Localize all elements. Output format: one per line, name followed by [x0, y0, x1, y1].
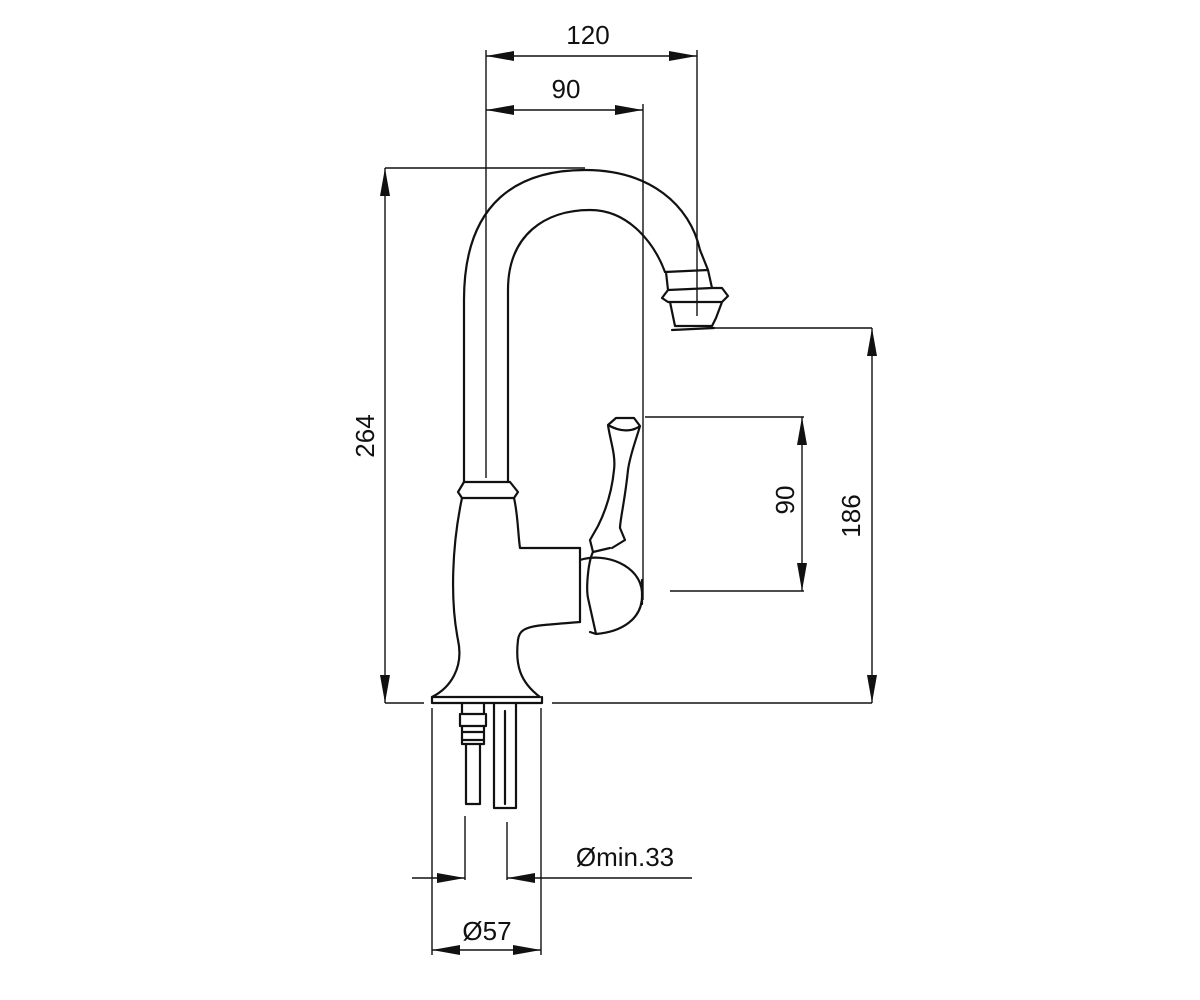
extension-lines — [385, 50, 872, 955]
dimension-lines — [380, 50, 877, 955]
arrow-186-bottom — [867, 675, 877, 703]
supply-hose-right — [492, 701, 518, 810]
lever-handle — [588, 416, 642, 554]
faucet-outline — [430, 168, 730, 810]
arrow-90h-right — [615, 105, 643, 115]
handle-hub — [578, 546, 644, 636]
label-outlet-height: 186 — [836, 494, 866, 537]
label-hole-diameter: Ømin.33 — [576, 842, 674, 872]
label-spout-reach-outer: 120 — [566, 20, 609, 50]
label-spout-reach-inner: 90 — [552, 74, 581, 104]
label-base-diameter: Ø57 — [462, 916, 511, 946]
arrow-264-top — [380, 168, 390, 196]
arrow-90v-top — [797, 417, 807, 445]
arrow-186-top — [867, 328, 877, 356]
dimension-labels: 120 90 264 90 186 Ømin.33 Ø57 — [350, 20, 866, 946]
aerator-nozzle — [660, 248, 730, 332]
label-handle-height: 90 — [770, 486, 800, 515]
spout-inner-edge — [506, 208, 667, 484]
supply-hose-left — [458, 701, 488, 806]
arrow-hole-left — [437, 873, 465, 883]
spout-outer-edge — [462, 168, 702, 484]
arrow-base-left — [432, 945, 460, 955]
arrow-90v-bottom — [797, 563, 807, 591]
spout-collar — [456, 480, 520, 500]
base-plate — [430, 695, 544, 705]
arrow-base-right — [513, 945, 541, 955]
arrow-90h-left — [486, 105, 514, 115]
arrow-hole-right — [507, 873, 535, 883]
arrow-264-bottom — [380, 675, 390, 703]
faucet-body — [430, 496, 582, 699]
arrow-120-right — [669, 51, 697, 61]
arrow-120-left — [486, 51, 514, 61]
label-total-height: 264 — [350, 414, 380, 457]
